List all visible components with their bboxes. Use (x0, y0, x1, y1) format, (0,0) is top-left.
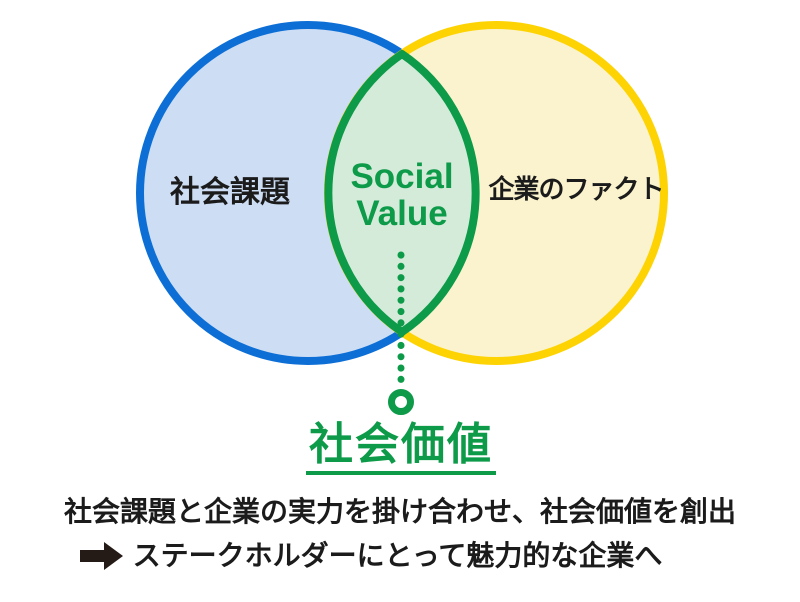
intersection-label-line1: Social (350, 157, 454, 196)
right-arrow-icon (79, 542, 123, 570)
left-circle-label: 社会課題 (170, 176, 290, 209)
intersection-label-line2: Value (356, 194, 448, 233)
connector-endpoint-ring (388, 389, 414, 415)
callout: 社会価値 (0, 423, 800, 475)
summary-line-2-text: ステークホルダーにとって魅力的な企業へ (132, 540, 663, 571)
summary-line-1: 社会課題と企業の実力を掛け合わせ、社会価値を創出 (63, 496, 736, 527)
callout-label: 社会価値 (306, 423, 496, 475)
right-circle-label: 企業のファクト (488, 174, 664, 204)
summary-line-2: ステークホルダーにとって魅力的な企業へ (0, 539, 771, 573)
intersection-label: Social Value (322, 158, 482, 232)
